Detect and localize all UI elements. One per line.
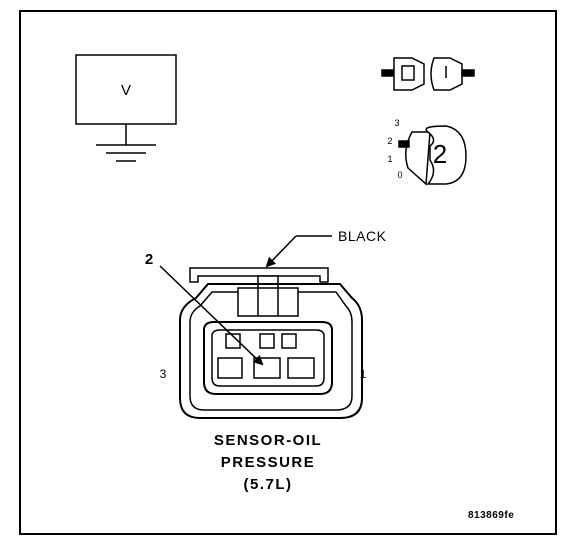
caption-line-2: PRESSURE: [220, 454, 316, 471]
voltmeter-symbol: V: [75, 54, 177, 125]
diagram-frame: [19, 10, 557, 535]
right-pin-number: 1: [360, 367, 367, 381]
voltmeter-label: V: [121, 82, 131, 99]
key-callout-number: 2: [433, 139, 447, 169]
caption-line-1: SENSOR-OIL: [213, 432, 323, 449]
pointer-pin-number: 2: [145, 251, 153, 268]
connector-color-label: BLACK: [338, 228, 387, 244]
pin-pointer-arrow: [159, 265, 264, 366]
caption-line-3: (5.7L): [243, 476, 293, 493]
key-pin-label-3: 3: [394, 118, 399, 128]
probe-tips-icon: [381, 57, 475, 91]
figure-id: 813869fe: [468, 510, 515, 521]
connector-caption: SENSOR-OIL PRESSURE (5.7L): [188, 430, 348, 496]
left-pin-number: 3: [160, 367, 167, 381]
color-label-arrow: [265, 235, 297, 268]
key-pin-label-1: 1: [387, 154, 392, 164]
connector-key-icon: [398, 125, 467, 186]
key-pin-label-0: 0: [397, 170, 402, 180]
key-pin-label-2: 2: [387, 136, 392, 146]
connector-body: [179, 267, 363, 419]
ground-symbol: [96, 124, 156, 162]
